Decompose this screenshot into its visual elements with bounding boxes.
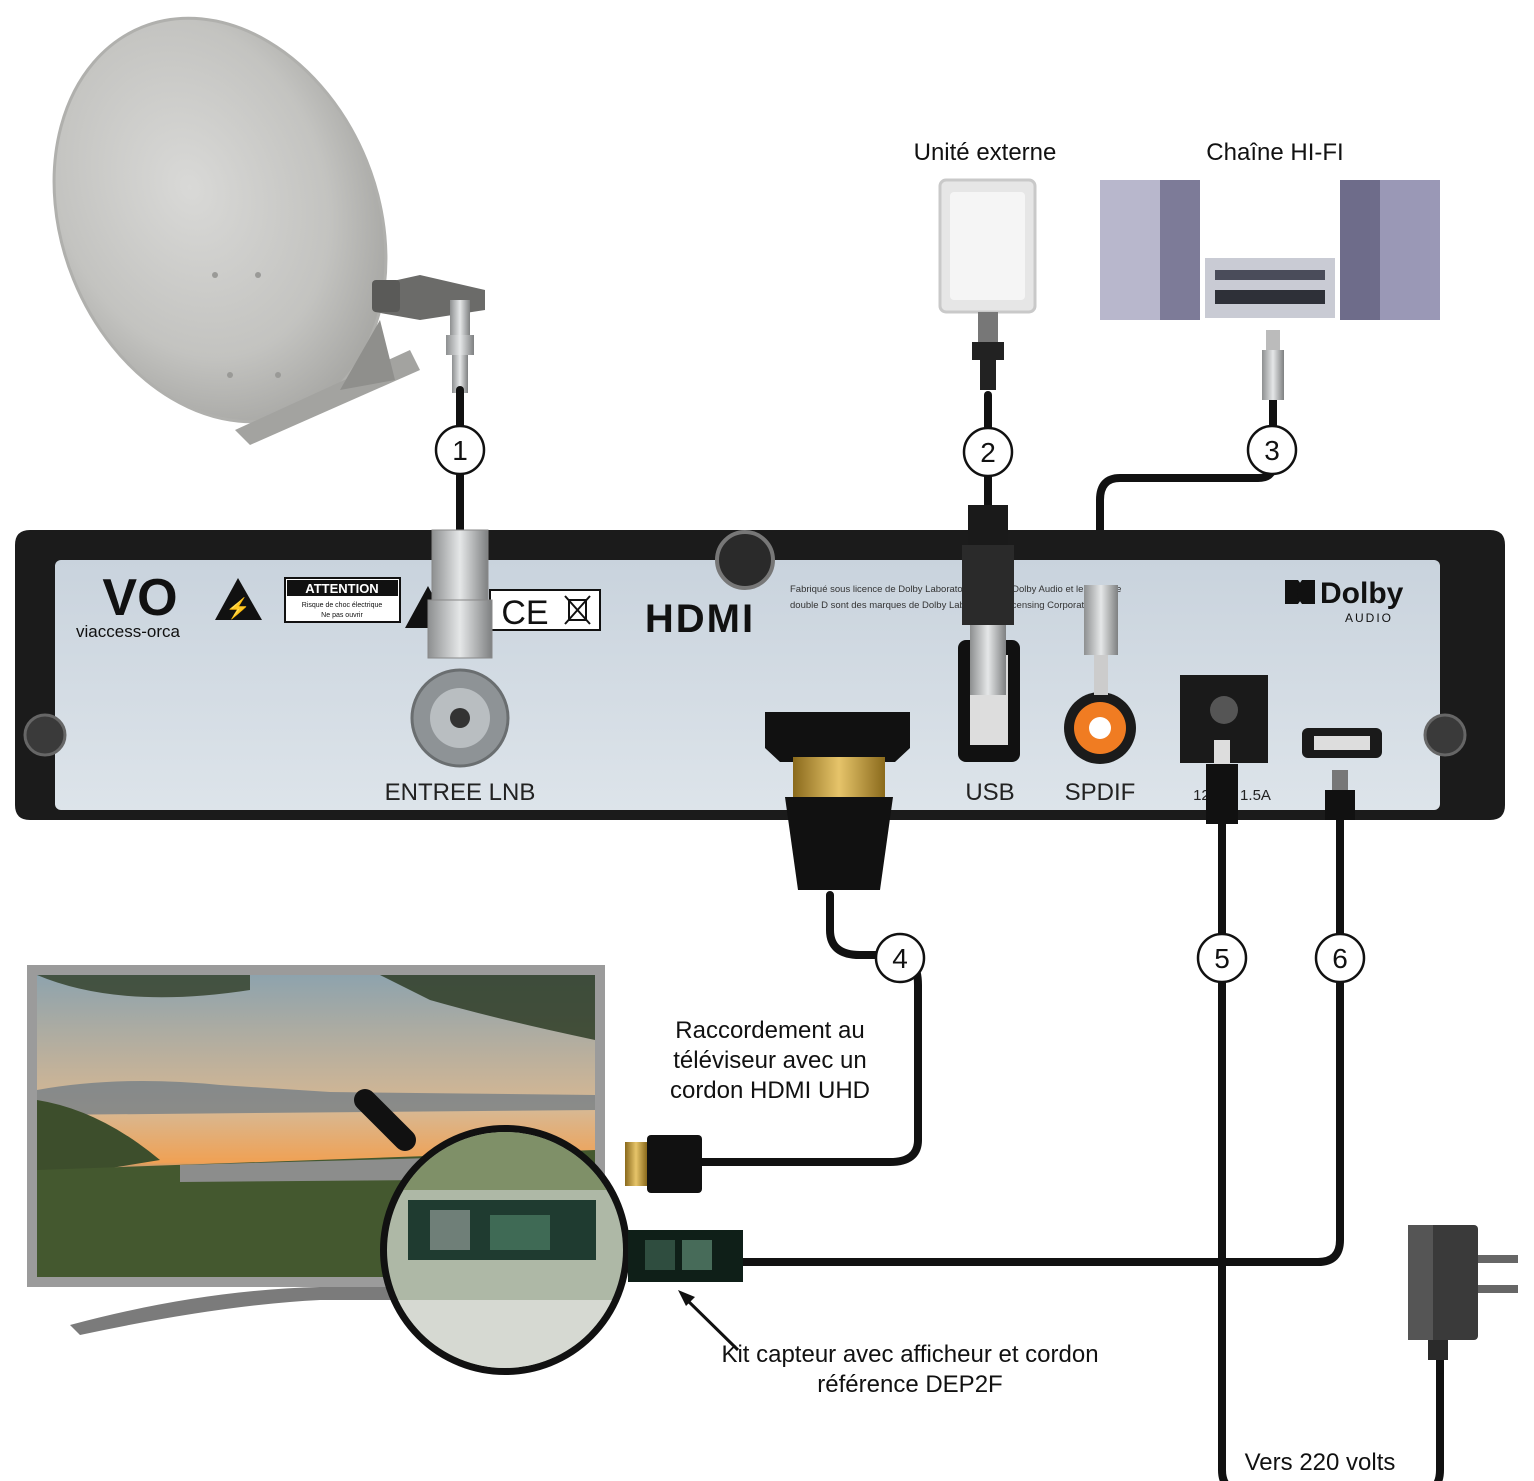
hdmi-port — [765, 712, 910, 762]
brand-logo: VO — [102, 569, 177, 627]
label-tv-connection-line3: cordon HDMI UHD — [669, 1077, 871, 1104]
connector-marker-6: 6 — [1314, 932, 1366, 984]
connector-marker-4: 4 — [874, 932, 926, 984]
connector-marker-5: 5 — [1196, 932, 1248, 984]
cable-6 — [736, 811, 1344, 1266]
satellite-dish — [52, 16, 485, 445]
connector-marker-3: 3 — [1246, 424, 1298, 476]
warning-title: ATTENTION — [305, 581, 378, 596]
connector-marker-label: 4 — [892, 943, 908, 974]
connector-marker-2: 2 — [962, 426, 1014, 478]
spdif-port — [1064, 692, 1136, 764]
power-adapter-icon — [1408, 1225, 1518, 1360]
arrow-icon — [678, 1290, 740, 1352]
cable-5 — [1218, 816, 1444, 1481]
hdmi-logo: HDMI — [645, 597, 755, 641]
dolby-sub: AUDIO — [1345, 611, 1393, 625]
ce-mark: CE — [501, 594, 548, 632]
label-hifi: Chaîne HI-FI — [1206, 139, 1344, 166]
label-external-unit: Unité externe — [913, 139, 1057, 166]
svg-text:⚡: ⚡ — [226, 596, 251, 620]
port-label-spdif: SPDIF — [1065, 779, 1136, 806]
plugs — [427, 505, 1355, 890]
label-tv-connection-line1: Raccordement au — [675, 1017, 865, 1044]
dolby-logo-icon — [1285, 580, 1315, 604]
connector-marker-label: 6 — [1332, 943, 1348, 974]
connector-markers: 1 2 3 4 5 6 — [434, 424, 1366, 984]
connector-marker-label: 5 — [1214, 943, 1230, 974]
brand-subtitle: viaccess-orca — [76, 622, 180, 641]
dolby-wordmark: Dolby — [1320, 577, 1404, 610]
external-drive-icon — [938, 178, 1037, 390]
receiver: VO viaccess-orca ⚡ ATTENTION Risque de c… — [15, 530, 1505, 820]
label-sensor-kit-line1: Kit capteur avec afficheur et cordon — [721, 1341, 1099, 1368]
label-sensor-kit: Kit capteur avec afficheur et cordon réf… — [650, 1340, 1170, 1400]
license-text-1: Fabriqué sous licence de Dolby Laborator… — [790, 584, 1121, 595]
hifi-system-icon — [1100, 180, 1440, 400]
label-tv-connection-line2: téléviseur avec un — [673, 1047, 867, 1074]
label-tv-connection: Raccordement au téléviseur avec un cordo… — [620, 1016, 920, 1106]
magnifier-icon — [354, 1089, 630, 1375]
warning-text-2: Ne pas ouvrir — [321, 612, 363, 619]
connector-marker-1: 1 — [434, 424, 486, 476]
license-text-2: double D sont des marques de Dolby Labor… — [790, 600, 1097, 611]
lnb-port — [410, 668, 510, 768]
label-mains: Vers 220 volts — [1244, 1449, 1396, 1476]
connector-marker-label: 2 — [980, 437, 996, 468]
weee-icon — [564, 595, 591, 625]
warning-label: ⚡ ATTENTION Risque de choc électrique Ne… — [215, 577, 450, 628]
connector-marker-label: 1 — [452, 435, 468, 466]
port-label-lnb: ENTREE LNB — [385, 779, 536, 806]
label-sensor-kit-line2: référence DEP2F — [817, 1371, 1003, 1398]
connector-marker-label: 3 — [1264, 435, 1280, 466]
hdmi-tv-plug — [625, 1135, 702, 1193]
port-label-usb: USB — [965, 779, 1014, 806]
warning-text-1: Risque de choc électrique — [302, 602, 383, 609]
